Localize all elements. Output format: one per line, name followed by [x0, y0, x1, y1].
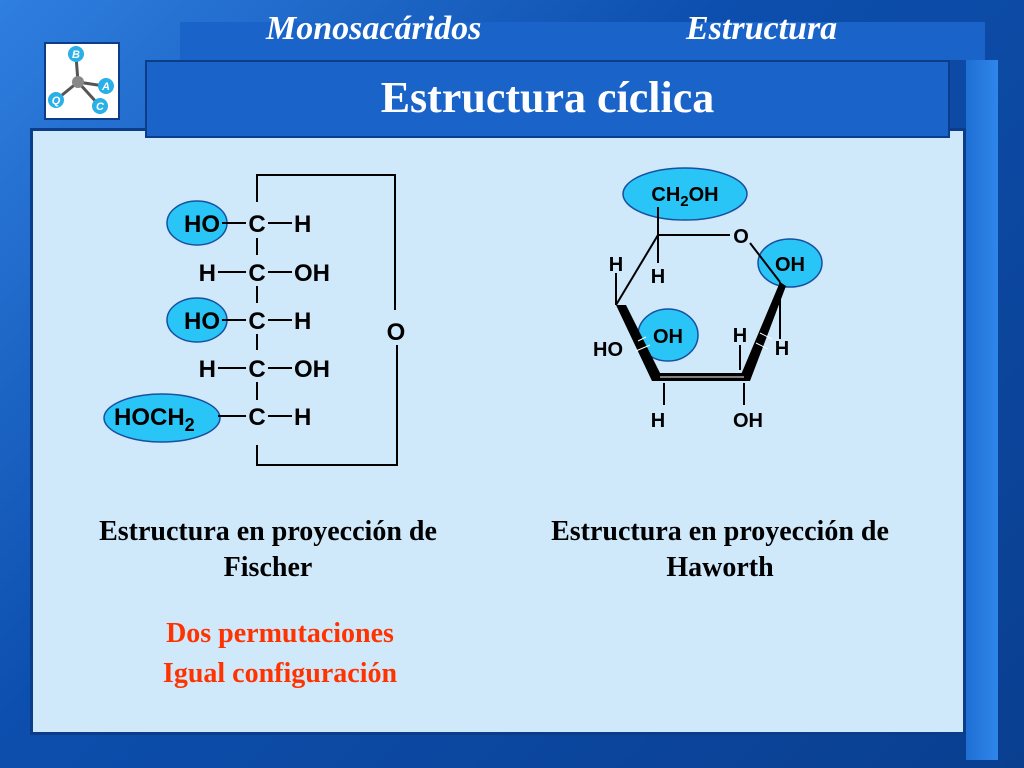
fischer-caption-line1: Estructura en proyección de — [99, 516, 437, 547]
haworth-c4-down-h: H — [651, 266, 665, 288]
haworth-bottom-left-h: H — [651, 410, 665, 432]
haworth-caption-line2: Haworth — [666, 552, 774, 583]
haworth-c3-ho: HO — [593, 339, 623, 361]
header-section: Monosacáridos — [266, 10, 482, 47]
fischer-caption: Estructura en proyección de Fischer — [48, 514, 488, 586]
haworth-ch2oh-subscript: 2 — [680, 193, 688, 210]
fischer-row5-left-subscript: 2 — [185, 415, 195, 435]
note-line2: Igual configuración — [162, 658, 398, 689]
header-top-band — [180, 22, 985, 60]
fischer-row5-left: HOCH2 — [114, 404, 195, 435]
fischer-row1-right: H — [294, 211, 311, 238]
header-bar — [145, 60, 950, 138]
note-line1: Dos permutaciones — [166, 618, 394, 649]
right-bevel — [966, 60, 998, 760]
logo-letter-a: A — [101, 81, 110, 93]
fischer-row1-left: HO — [184, 211, 220, 238]
ring-edge-o-c1 — [749, 242, 781, 283]
haworth-bottom-right-oh: OH — [733, 410, 763, 432]
ring-bold-right — [740, 282, 786, 381]
haworth-caption: Estructura en proyección de Haworth — [500, 514, 940, 586]
haworth-c2-right-h: H — [775, 338, 789, 360]
fischer-row5-right: H — [294, 404, 311, 431]
haworth-ring-oxygen: O — [733, 226, 749, 248]
ring-bond-top — [256, 174, 396, 310]
haworth-projection: CH2OH O H H OH HO OH H H H OH — [593, 167, 823, 432]
fischer-row4-carbon: C — [248, 356, 265, 383]
fischer-row1-carbon: C — [248, 211, 265, 238]
fischer-ring-oxygen: O — [387, 319, 406, 346]
haworth-c4-up-h: H — [609, 254, 623, 276]
haworth-c2-up-h: H — [733, 325, 747, 347]
fischer-row2-right: OH — [294, 260, 330, 287]
ring-bond-bottom — [256, 345, 398, 466]
note: Dos permutaciones Igual configuración — [60, 614, 500, 694]
fischer-row5-carbon: C — [248, 404, 265, 431]
ring-edge-c5-c4 — [615, 234, 659, 306]
highlight-hoch2 — [103, 393, 221, 443]
fischer-row2-left: H — [199, 260, 216, 287]
haworth-caption-line1: Estructura en proyección de — [551, 516, 889, 547]
logo-letter-c: C — [96, 101, 105, 113]
haworth-c3-ring-oh: OH — [653, 326, 683, 348]
fischer-row2-carbon: C — [248, 260, 265, 287]
header-topic: Estructura — [686, 10, 838, 47]
molecule-logo-icon: B A C Q — [48, 46, 114, 114]
fischer-projection: HO C H H C OH HO C H H C OH HOCH2 C H O — [103, 174, 406, 466]
page-title: Estructura cíclica — [380, 73, 715, 122]
ring-bold-left — [616, 305, 664, 381]
logo-letter-b: B — [72, 49, 80, 61]
fischer-caption-line2: Fischer — [223, 552, 313, 583]
haworth-c1-oh: OH — [775, 254, 805, 276]
logo: B A C Q — [44, 42, 120, 120]
fischer-row3-left: HO — [184, 308, 220, 335]
highlight-ch2oh — [622, 167, 748, 221]
logo-letter-q: Q — [52, 95, 61, 107]
haworth-ch2oh: CH2OH — [651, 184, 718, 210]
fischer-row4-right: OH — [294, 356, 330, 383]
fischer-row3-right: H — [294, 308, 311, 335]
fischer-row4-left: H — [199, 356, 216, 383]
fischer-row3-carbon: C — [248, 308, 265, 335]
